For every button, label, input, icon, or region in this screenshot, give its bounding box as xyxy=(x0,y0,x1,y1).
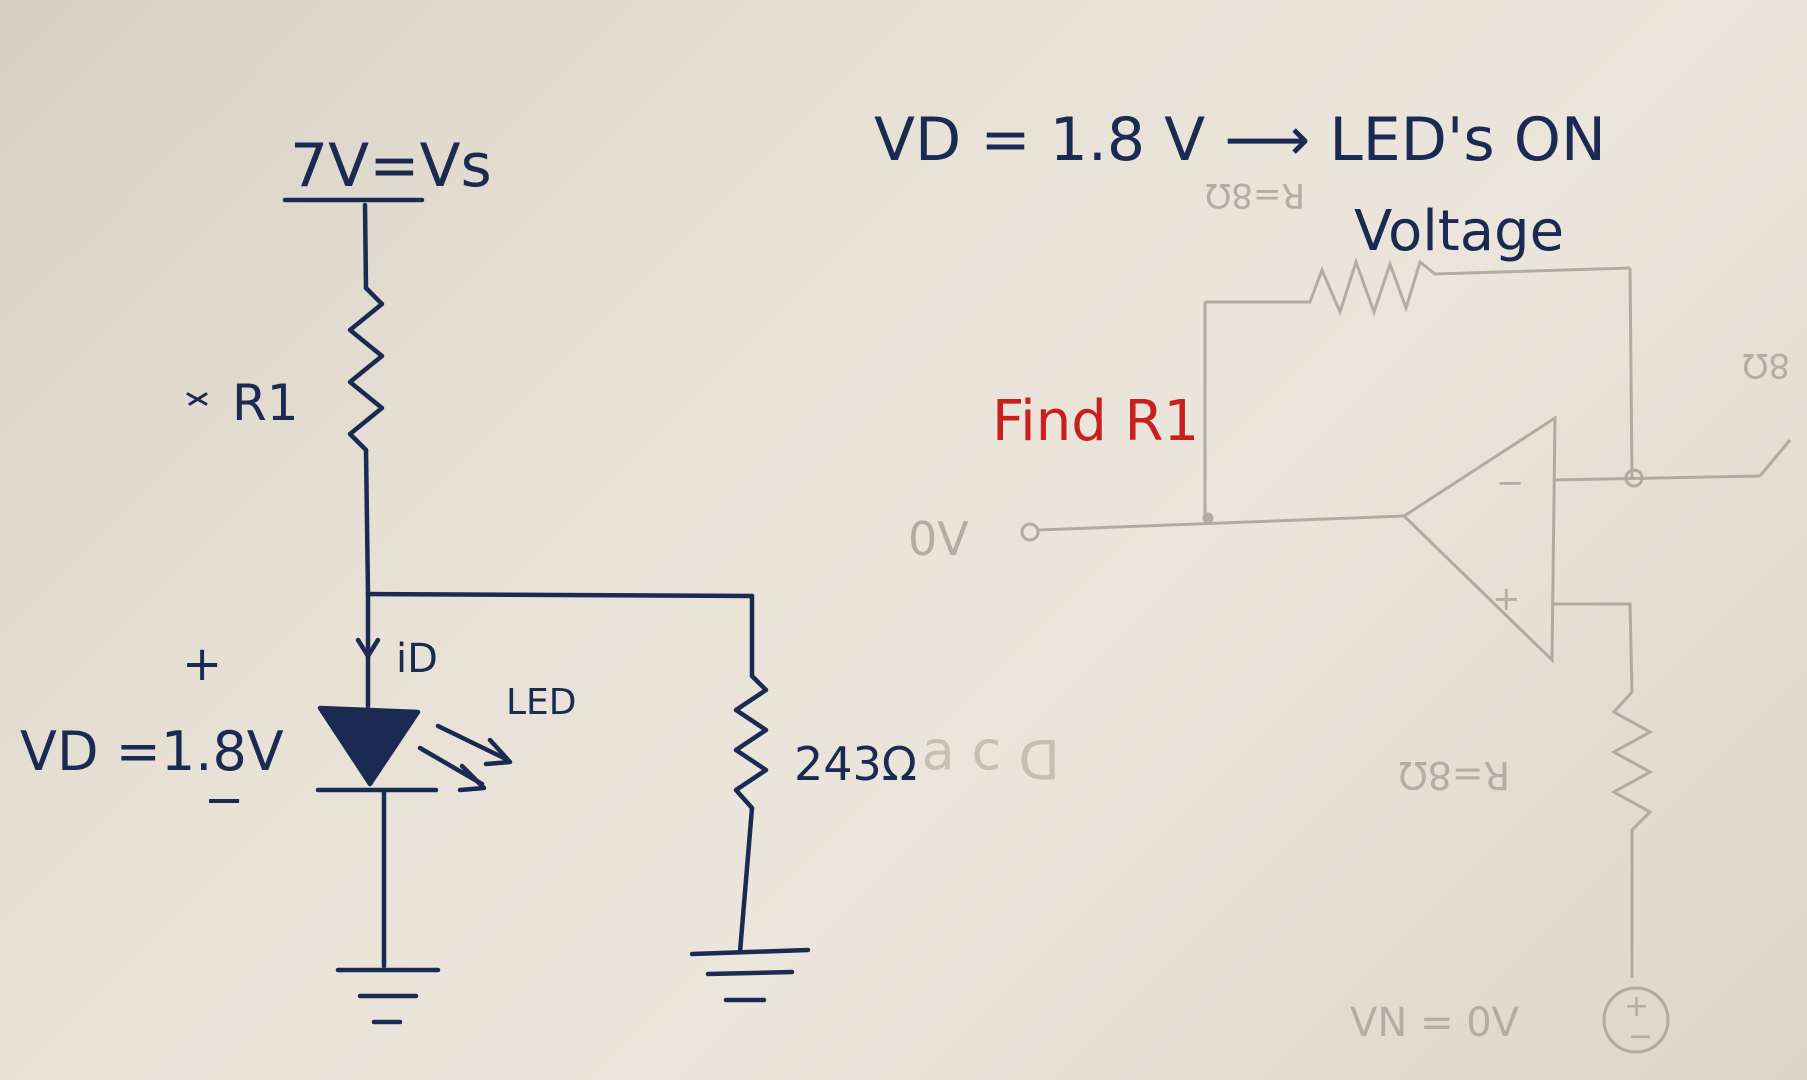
faint-feedback-label: R=8Ω xyxy=(1205,175,1305,215)
task-note: Find R1 xyxy=(992,389,1199,454)
faint-source-minus: − xyxy=(1628,1019,1653,1054)
faint-right-resistor-label: 8Ω xyxy=(1742,345,1790,385)
faint-feedback-resistor xyxy=(1205,257,1631,317)
faint-opamp-sketch xyxy=(1020,257,1792,1054)
faint-output-wire xyxy=(1552,474,1761,482)
faint-source-label: VN = 0V xyxy=(1350,1000,1520,1046)
faint-showthrough-text: D ɔ ɐ xyxy=(922,727,1060,790)
faint-right-feedback-wire xyxy=(1628,267,1634,479)
led-arrowhead-1 xyxy=(483,737,513,767)
led-diode xyxy=(317,705,421,787)
left-ground-symbol xyxy=(335,967,441,1025)
current-label: iD xyxy=(396,636,438,682)
faint-minus-input: − xyxy=(1496,463,1525,503)
load-resistor-label: 243Ω xyxy=(794,737,917,791)
faint-node xyxy=(1202,512,1214,524)
diode-voltage-label: VD =1.8V xyxy=(20,720,284,783)
faint-opamp-triangle xyxy=(1401,415,1557,664)
faint-output-tail xyxy=(1758,439,1792,477)
supply-label: 7V=Vs xyxy=(290,131,492,201)
r1-resistor xyxy=(347,285,385,453)
right-ground-symbol xyxy=(689,947,811,1003)
faint-input-label: 0V xyxy=(908,512,969,566)
load-resistor xyxy=(733,673,769,811)
supply-wire xyxy=(362,202,369,291)
led-emission-arrow-1 xyxy=(435,723,511,763)
faint-plus-input: + xyxy=(1492,579,1521,619)
condition-line1: VD = 1.8 V ⟶ LED's ON xyxy=(874,105,1606,175)
r1-label: R1 xyxy=(232,374,299,432)
condition-line2: Voltage xyxy=(1354,199,1564,264)
faint-plus-wire xyxy=(1552,602,1634,693)
led-label: LED xyxy=(506,682,577,723)
led-arrowhead-2 xyxy=(457,763,487,793)
node-to-load-wire xyxy=(365,591,755,599)
main-circuit xyxy=(186,197,811,1025)
faint-sketch-labels: 0V R=8Ω 8Ω R=8Ω VN = 0V − + + − xyxy=(908,175,1790,1054)
main-labels: 7V=Vs R1 iD + − VD =1.8V LED 243Ω VD = 1… xyxy=(20,105,1606,828)
minus-sign: − xyxy=(204,772,244,828)
load-to-ground-wire xyxy=(737,805,755,955)
r1-to-node-wire xyxy=(363,447,371,597)
plus-sign: + xyxy=(182,636,222,692)
faint-voltage-source xyxy=(1602,986,1670,1054)
faint-input-wire xyxy=(1037,514,1405,532)
current-arrow xyxy=(355,637,381,659)
faint-output-node xyxy=(1624,468,1644,488)
faint-lower-resistor-label: R=8Ω xyxy=(1399,753,1510,797)
faint-input-terminal xyxy=(1020,522,1040,542)
r1-star-mark xyxy=(186,392,208,406)
faint-source-plus: + xyxy=(1624,989,1649,1024)
faint-lower-resistor xyxy=(1610,690,1654,978)
